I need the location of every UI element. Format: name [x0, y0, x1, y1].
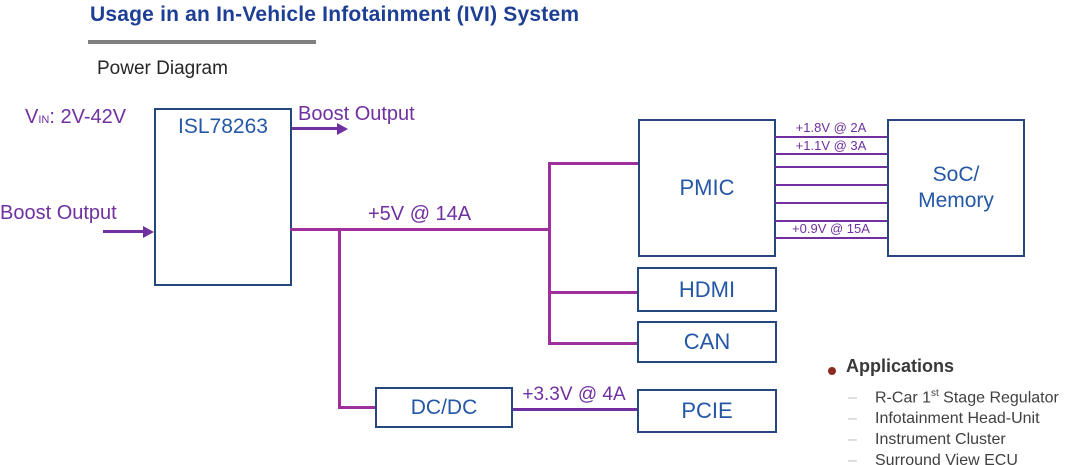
vin-range-label: VIN: 2V-42V — [25, 106, 126, 129]
rail-1v1-label: +1.1V @ 3A — [795, 138, 867, 153]
vin-prefix: V — [25, 106, 39, 128]
wire-5v-trunk — [548, 162, 551, 345]
boost-output-left-label: Boost Output — [0, 202, 117, 224]
wire-5v-branch-down — [338, 228, 341, 409]
sub-bullet-dash-icon: – — [848, 389, 857, 407]
applications-item-surround-text: Surround View ECU — [875, 452, 1018, 465]
block-hdmi: HDMI — [637, 267, 777, 312]
block-isl78263-label: ISL78263 — [178, 115, 268, 138]
block-pcie-label: PCIE — [681, 398, 733, 423]
wire-5v-main — [290, 228, 551, 231]
vin-value: : 2V-42V — [49, 106, 127, 128]
sub-bullet-dash-icon: – — [848, 410, 857, 428]
title-underline — [88, 40, 316, 44]
applications-item-rcar-post: Stage Regulator — [938, 389, 1059, 407]
boost-output-left-wire — [103, 230, 145, 233]
boost-output-top-label: Boost Output — [298, 103, 415, 125]
page-title: Usage in an In-Vehicle Infotainment (IVI… — [90, 3, 580, 26]
sub-bullet-dash-icon: – — [848, 452, 857, 465]
block-hdmi-label: HDMI — [678, 276, 736, 302]
block-soc-label-line2: Memory — [918, 189, 994, 212]
boost-output-top-wire — [292, 127, 339, 130]
block-can-label: CAN — [683, 329, 731, 354]
block-dcdc-label: DC/DC — [410, 395, 478, 419]
applications-item-rcar-sup: st — [931, 388, 939, 399]
applications-item-infotainment-text: Infotainment Head-Unit — [875, 410, 1040, 428]
applications-item-cluster-text: Instrument Cluster — [875, 431, 1006, 449]
rail-5 — [775, 202, 887, 204]
applications-list: –R-Car 1st Stage Regulator –Infotainment… — [848, 383, 1059, 465]
sub-bullet-dash-icon: – — [848, 431, 857, 449]
block-pmic-label: PMIC — [679, 175, 735, 200]
wire-3v3 — [513, 408, 637, 411]
rail-1v8-label: +1.8V @ 2A — [795, 120, 867, 135]
wire-5v-label: +5V @ 14A — [368, 203, 472, 225]
applications-heading: Applications — [846, 356, 955, 376]
block-isl78263: ISL78263 — [154, 108, 292, 286]
wire-3v3-label: +3.3V @ 4A — [522, 384, 626, 405]
block-pmic: PMIC — [638, 119, 776, 257]
block-soc-label-line1: SoC/ — [932, 162, 980, 186]
block-can: CAN — [637, 321, 777, 363]
applications-item-rcar-pre: R-Car 1 — [875, 389, 932, 407]
boost-output-top-arrow-icon — [337, 122, 348, 135]
rail-7 — [775, 237, 887, 239]
rail-1 — [775, 136, 887, 138]
wire-feed-can — [548, 342, 639, 345]
applications-item-rcar: –R-Car 1st Stage Regulator — [848, 383, 1059, 408]
boost-output-left-arrow-icon — [143, 225, 154, 238]
block-dcdc: DC/DC — [375, 387, 513, 428]
diagram-subtitle: Power Diagram — [97, 58, 228, 79]
wire-feed-dcdc — [338, 406, 377, 409]
applications-bullet-icon — [828, 367, 836, 375]
applications-item-cluster: –Instrument Cluster — [848, 429, 1059, 450]
rail-2 — [775, 153, 887, 155]
applications-item-surround: – Surround View ECU — [848, 450, 1059, 465]
rail-6 — [775, 220, 887, 222]
block-soc-memory: SoC/ Memory — [887, 119, 1025, 257]
wire-feed-pmic — [548, 162, 640, 165]
applications-item-infotainment: –Infotainment Head-Unit — [848, 408, 1059, 429]
rail-4 — [775, 184, 887, 186]
rail-3 — [775, 166, 887, 168]
block-pcie: PCIE — [637, 389, 777, 433]
rail-0v9-label: +0.9V @ 15A — [792, 221, 870, 236]
vin-subscript: IN — [38, 114, 50, 126]
wire-feed-hdmi — [548, 291, 639, 294]
